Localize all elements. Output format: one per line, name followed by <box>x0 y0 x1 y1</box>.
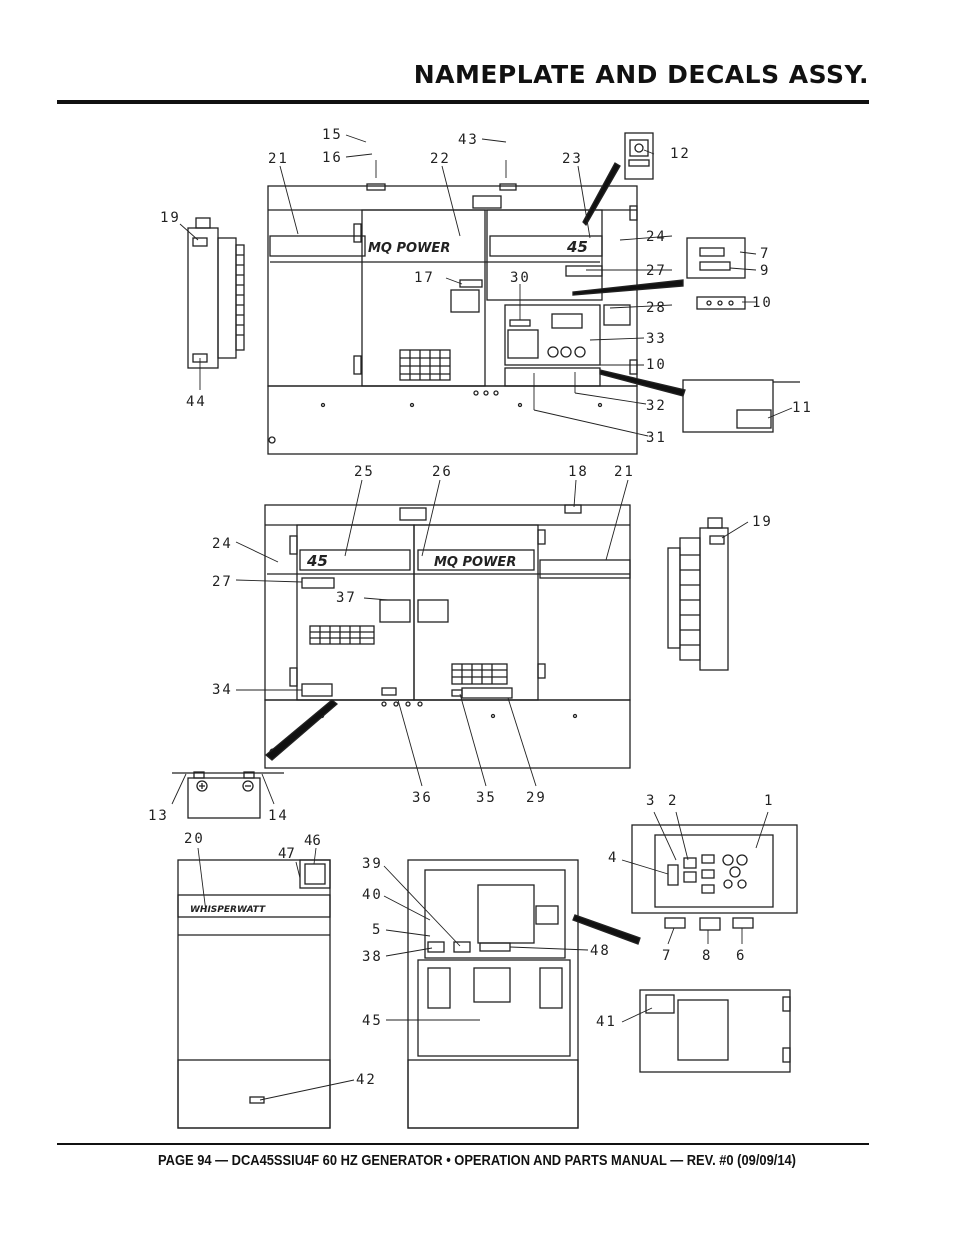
callout-33: 33 <box>646 331 667 347</box>
callout-21-top: 21 <box>268 151 289 167</box>
generator-rear-view: 45 MQ POWER <box>264 504 631 769</box>
battery-view <box>172 771 284 819</box>
callout-31: 31 <box>646 430 667 446</box>
callout-38: 38 <box>362 949 383 965</box>
callout-10-detail: 10 <box>752 295 773 311</box>
callout-24-mid: 24 <box>212 536 233 552</box>
callout-17: 17 <box>414 270 435 286</box>
callout-23: 23 <box>562 151 583 167</box>
mq-power-decal: MQ POWER <box>368 241 450 256</box>
callout-labels: 15 16 43 21 22 23 12 19 24 7 27 9 17 30 … <box>148 127 813 1088</box>
pointer-arrows-top <box>572 162 686 397</box>
control-panel-detail-view <box>631 824 798 931</box>
callout-19-left: 19 <box>160 210 181 226</box>
callout-5: 5 <box>372 922 382 938</box>
callout-6: 6 <box>736 948 746 964</box>
enclosure-end-view-right <box>407 859 579 1129</box>
callout-34: 34 <box>212 682 233 698</box>
callout-12: 12 <box>670 146 691 162</box>
callout-37: 37 <box>336 590 357 606</box>
callout-47: 47 <box>278 846 295 862</box>
pointer-arrow-bottom <box>572 914 641 945</box>
whisperwatt-decal: WHISPERWATT <box>190 905 266 915</box>
callout-29: 29 <box>526 790 547 806</box>
callout-16: 16 <box>322 150 343 166</box>
callout-36: 36 <box>412 790 433 806</box>
model-45-decal: 45 <box>566 238 588 256</box>
callout-20: 20 <box>184 831 205 847</box>
generator-side-view-left <box>187 217 245 369</box>
callout-1: 1 <box>764 793 774 809</box>
enclosure-end-view-left: WHISPERWATT <box>177 859 331 1129</box>
callout-43: 43 <box>458 132 479 148</box>
callout-3: 3 <box>646 793 656 809</box>
callout-39: 39 <box>362 856 383 872</box>
page-title: NAMEPLATE AND DECALS ASSY. <box>413 60 869 89</box>
callout-2: 2 <box>668 793 678 809</box>
callout-26: 26 <box>432 464 453 480</box>
callout-7-top: 7 <box>760 246 770 262</box>
callout-24-top: 24 <box>646 229 667 245</box>
callout-27-mid: 27 <box>212 574 233 590</box>
leader-lines <box>171 134 793 1101</box>
callout-10: 10 <box>646 357 667 373</box>
callout-9: 9 <box>760 263 770 279</box>
callout-18: 18 <box>568 464 589 480</box>
callout-11: 11 <box>792 400 813 416</box>
mq-power-decal-rear: MQ POWER <box>434 555 516 570</box>
callout-30: 30 <box>510 270 531 286</box>
callout-28: 28 <box>646 300 667 316</box>
detail-view-group-top-right <box>624 132 800 433</box>
callout-45: 45 <box>362 1013 383 1029</box>
callout-15: 15 <box>322 127 343 143</box>
callout-41: 41 <box>596 1014 617 1030</box>
callout-21-mid: 21 <box>614 464 635 480</box>
generator-front-view: MQ POWER 45 <box>267 183 638 455</box>
generator-side-view-right <box>667 517 729 671</box>
callout-32: 32 <box>646 398 667 414</box>
callout-7-bottom: 7 <box>662 948 672 964</box>
callout-42: 42 <box>356 1072 377 1088</box>
header-rule <box>57 100 869 104</box>
callout-14: 14 <box>268 808 289 824</box>
callout-48: 48 <box>590 943 611 959</box>
callout-44: 44 <box>186 394 207 410</box>
callout-8: 8 <box>702 948 712 964</box>
callout-46: 46 <box>304 833 321 849</box>
page-footer: PAGE 94 — DCA45SSIU4F 60 HZ GENERATOR • … <box>158 1152 796 1169</box>
door-panel-detail-view <box>639 989 791 1073</box>
callout-22: 22 <box>430 151 451 167</box>
callout-40: 40 <box>362 887 383 903</box>
callout-13: 13 <box>148 808 169 824</box>
callout-35: 35 <box>476 790 497 806</box>
callout-4: 4 <box>608 850 618 866</box>
callout-19-right: 19 <box>752 514 773 530</box>
footer-rule <box>57 1143 869 1145</box>
callout-27-top: 27 <box>646 263 667 279</box>
model-45-decal-rear: 45 <box>306 552 328 570</box>
callout-25: 25 <box>354 464 375 480</box>
pointer-arrow-middle <box>264 699 339 761</box>
